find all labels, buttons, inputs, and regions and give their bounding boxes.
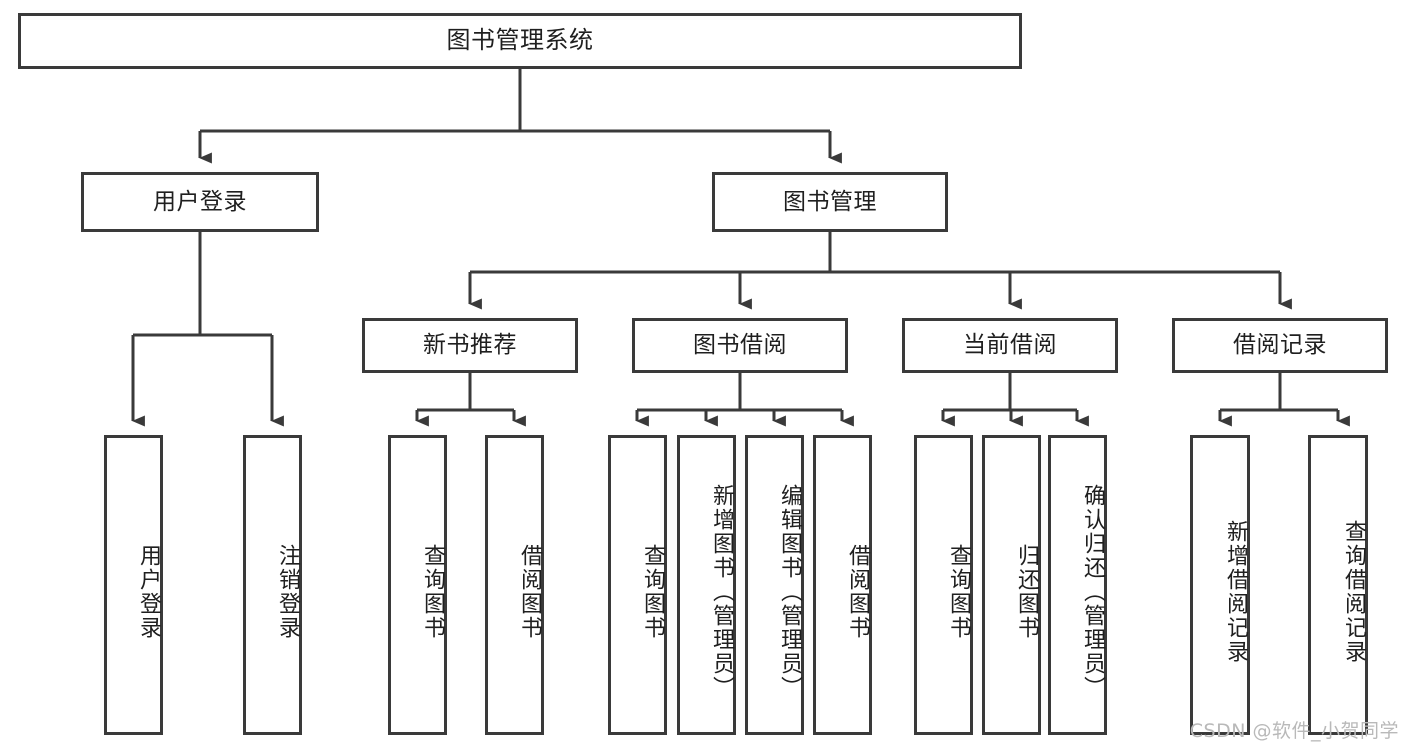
node-leaf-add-record-label: 新增借阅记录 [1223,520,1248,664]
node-user-login-label: 用户登录 [153,188,247,215]
node-current-borrow[interactable]: 当前借阅 [902,318,1118,373]
node-leaf-borrow-book-2[interactable]: 借阅图书 [813,435,872,735]
node-leaf-borrow-book-2-label: 借阅图书 [845,544,870,640]
node-new-book-recommend-label: 新书推荐 [423,332,517,359]
node-leaf-confirm-return[interactable]: 确认归还（管理员） [1048,435,1107,735]
node-new-book-recommend[interactable]: 新书推荐 [362,318,578,373]
node-user-login[interactable]: 用户登录 [81,172,319,232]
node-leaf-query-book-2[interactable]: 查询图书 [608,435,667,735]
node-borrow-record[interactable]: 借阅记录 [1172,318,1388,373]
node-leaf-query-book-1-label: 查询图书 [420,544,445,640]
node-leaf-edit-book-label: 编辑图书（管理员） [777,484,802,700]
node-leaf-borrow-book-1[interactable]: 借阅图书 [485,435,544,735]
node-root[interactable]: 图书管理系统 [18,13,1022,69]
node-leaf-query-record-label: 查询借阅记录 [1341,520,1366,664]
node-current-borrow-label: 当前借阅 [963,332,1057,359]
node-leaf-query-book-3[interactable]: 查询图书 [914,435,973,735]
node-book-manage-label: 图书管理 [783,188,877,215]
node-book-manage[interactable]: 图书管理 [712,172,948,232]
node-book-borrow[interactable]: 图书借阅 [632,318,848,373]
node-leaf-add-record[interactable]: 新增借阅记录 [1190,435,1250,735]
node-book-borrow-label: 图书借阅 [693,332,787,359]
node-borrow-record-label: 借阅记录 [1233,332,1327,359]
node-leaf-confirm-return-label: 确认归还（管理员） [1080,484,1105,700]
watermark-text: CSDN @软件_小贺同学 [1189,720,1399,742]
node-leaf-user-login[interactable]: 用户登录 [104,435,163,735]
node-leaf-query-book-1[interactable]: 查询图书 [388,435,447,735]
node-leaf-return-book[interactable]: 归还图书 [982,435,1041,735]
node-leaf-edit-book[interactable]: 编辑图书（管理员） [745,435,804,735]
node-leaf-query-book-3-label: 查询图书 [946,544,971,640]
node-root-label: 图书管理系统 [446,26,594,55]
node-leaf-query-book-2-label: 查询图书 [640,544,665,640]
node-leaf-add-book[interactable]: 新增图书（管理员） [677,435,736,735]
node-leaf-add-book-label: 新增图书（管理员） [709,484,734,700]
node-leaf-query-record[interactable]: 查询借阅记录 [1308,435,1368,735]
node-leaf-return-book-label: 归还图书 [1014,544,1039,640]
node-leaf-user-logout[interactable]: 注销登录 [243,435,302,735]
node-leaf-borrow-book-1-label: 借阅图书 [517,544,542,640]
node-leaf-user-logout-label: 注销登录 [275,544,300,640]
node-leaf-user-login-label: 用户登录 [136,544,161,640]
